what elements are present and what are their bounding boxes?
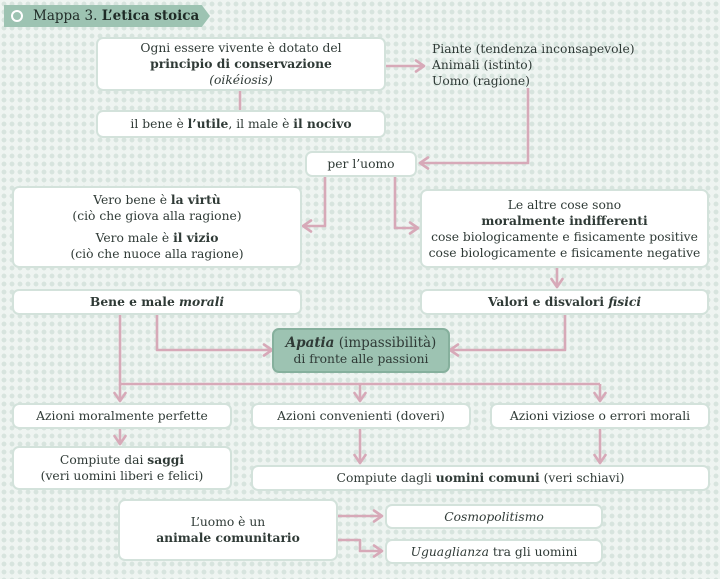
indifferenti-negative: cose biologicamente e fisicamente negati… (428, 245, 701, 260)
cosmopolitismo-text: Cosmopolitismo (444, 509, 544, 524)
comuni-post: (veri schiavi) (539, 471, 625, 485)
comuni-pre: Compiute dagli (336, 471, 436, 485)
box-vero-bene-male: Vero bene è la virtù (ciò che giova alla… (12, 186, 302, 268)
tendenze-uomo: Uomo (ragione) (432, 74, 530, 88)
morali-bold: Bene e male (89, 294, 180, 309)
bullet-icon (11, 10, 23, 22)
box-saggi: Compiute dai saggi (veri uomini liberi e… (12, 446, 232, 490)
morali-italic: morali (179, 294, 225, 309)
map-title: Mappa 3. L’etica stoica (33, 8, 199, 24)
utile-mid: , il male è (228, 117, 294, 131)
box-azioni-viziose: Azioni viziose o errori morali (490, 403, 710, 429)
box-cosmopolitismo: Cosmopolitismo (385, 504, 603, 529)
utile-text: il bene è l’utile, il male è il nocivo (130, 116, 351, 132)
comunitario-line2: animale comunitario (156, 530, 300, 545)
vizio-bold: il vizio (173, 230, 219, 245)
indifferenti-line2: moralmente indifferenti (481, 212, 648, 228)
utile-bold: l’utile (187, 116, 229, 131)
nocivo-bold: il nocivo (293, 116, 352, 131)
map-title-text: L’etica stoica (101, 8, 200, 24)
arrow-comunitario-to-uguaglianza (338, 538, 384, 558)
vero-male-note: (ciò che nuoce alla ragione) (70, 247, 244, 261)
saggi-pre: Compiute dai (59, 453, 148, 467)
indifferenti-positive: cose biologicamente e fisicamente positi… (431, 229, 698, 244)
per-uomo-text: per l’uomo (327, 157, 395, 171)
virtu-bold: la virtù (170, 192, 221, 207)
arrow-tendenze-to-per-uomo (418, 88, 530, 170)
azioni-convenienti-text: Azioni convenienti (doveri) (277, 409, 445, 423)
vero-bene-note: (ciò che giova alla ragione) (72, 209, 242, 223)
indifferenti-line1: Le altre cose sono (507, 197, 622, 212)
vero-bene-pre: Vero bene è (93, 193, 171, 207)
conservazione-line1: Ogni essere vivente è dotato del (140, 41, 342, 55)
box-tendenze: Piante (tendenza inconsapevole) Animali … (432, 41, 642, 89)
fisici-italic: fisici (608, 294, 642, 309)
comunitario-line1: L’uomo è un (190, 515, 266, 529)
arrow-valori-to-apatia (448, 314, 567, 357)
map-label: Mappa 3. (33, 8, 98, 24)
vero-male-pre: Vero male è (95, 231, 174, 245)
map-header: Mappa 3. L’etica stoica (4, 5, 210, 27)
box-apatia: Apatia (impassibilità) di fronte alle pa… (272, 328, 450, 373)
conservazione-line2: principio di conservazione (150, 56, 332, 71)
box-valori-fisici: Valori e disvalori fisici (420, 289, 709, 315)
azioni-viziose-text: Azioni viziose o errori morali (509, 409, 691, 423)
box-moralmente-indifferenti: Le altre cose sono moralmente indifferen… (420, 189, 709, 268)
box-bene-male-morali: Bene e male morali (12, 289, 302, 315)
uguaglianza-italic: Uguaglianza (410, 544, 489, 559)
box-animale-comunitario: L’uomo è un animale comunitario (118, 499, 338, 561)
vero-bene-block: Vero bene è la virtù (ciò che giova alla… (72, 192, 241, 224)
arrow-per-uomo-to-vero-bene (301, 176, 327, 233)
arrow-bene-male-to-apatia (155, 314, 274, 357)
apatia-italic: Apatia (285, 334, 335, 351)
box-uomini-comuni: Compiute dagli uomini comuni (veri schia… (251, 465, 710, 491)
box-principio-conservazione: Ogni essere vivente è dotato del princip… (96, 37, 386, 91)
tendenze-piante: Piante (tendenza inconsapevole) (432, 42, 635, 56)
azioni-perfette-text: Azioni moralmente perfette (36, 409, 208, 423)
fisici-bold: Valori e disvalori (487, 294, 609, 309)
vero-male-block: Vero male è il vizio (ciò che nuoce alla… (70, 230, 243, 262)
box-bene-utile: il bene è l’utile, il male è il nocivo (96, 110, 386, 138)
apatia-line2: di fronte alle passioni (293, 351, 429, 366)
saggi-bold: saggi (147, 452, 185, 467)
box-azioni-perfette: Azioni moralmente perfette (12, 403, 232, 429)
tendenze-animali: Animali (istinto) (432, 58, 533, 72)
comuni-bold: uomini comuni (435, 470, 540, 485)
arrow-per-uomo-to-indifferenti (393, 176, 420, 235)
box-uguaglianza: Uguaglianza tra gli uomini (385, 539, 603, 564)
utile-pre: il bene è (130, 117, 188, 131)
conservazione-line3: (oikéiosis) (209, 73, 273, 87)
saggi-line2: (veri uomini liberi e felici) (40, 469, 204, 483)
box-per-uomo: per l’uomo (305, 151, 417, 177)
apatia-rest: (impassibilità) (334, 334, 437, 351)
uguaglianza-rest: tra gli uomini (488, 544, 578, 559)
box-azioni-convenienti: Azioni convenienti (doveri) (251, 403, 471, 429)
